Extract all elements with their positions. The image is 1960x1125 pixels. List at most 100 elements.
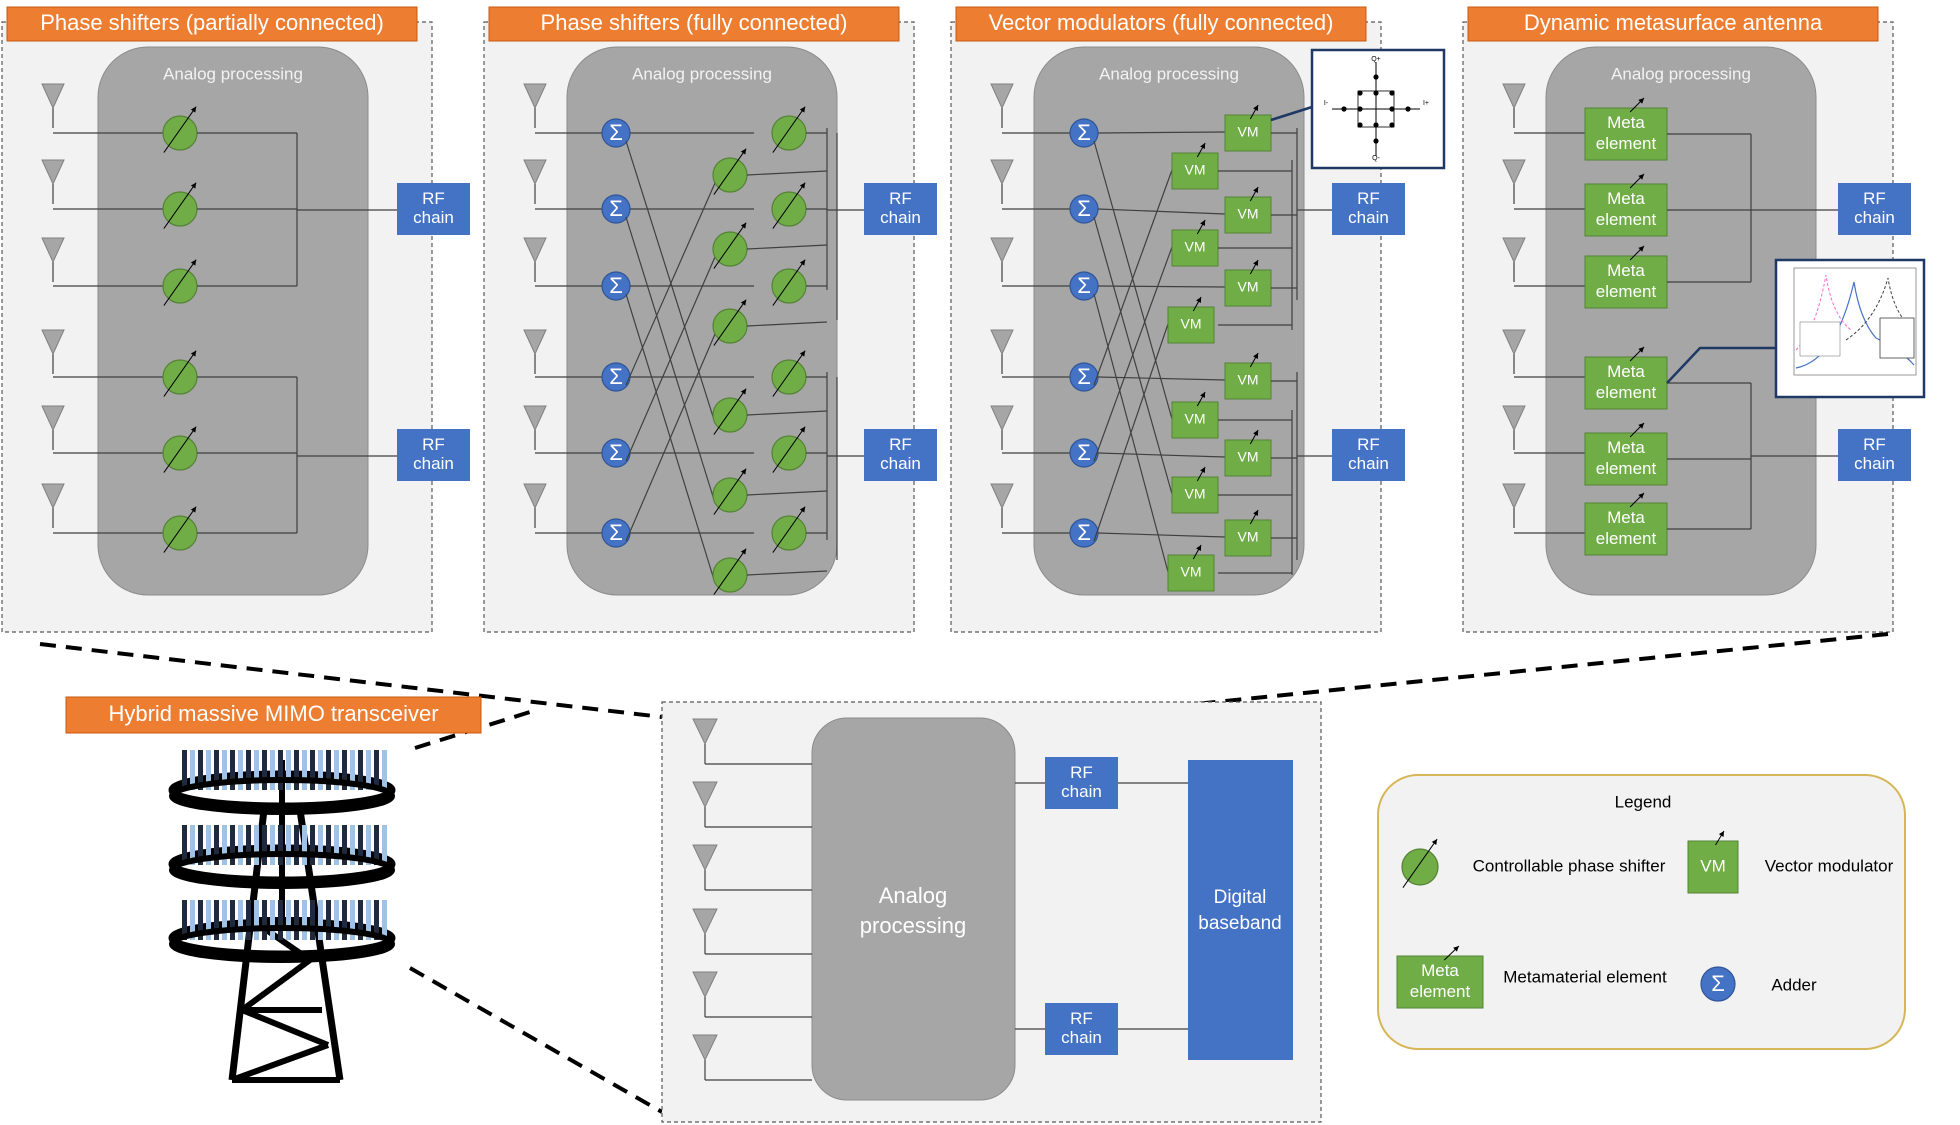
control-arrowhead <box>1253 105 1259 111</box>
antenna-icon <box>1502 483 1526 510</box>
control-arrowhead <box>1638 246 1645 252</box>
control-arrowhead <box>1200 143 1206 149</box>
antenna-element <box>286 825 291 865</box>
meta-element-block <box>1584 107 1668 161</box>
antenna-icon <box>990 159 1014 186</box>
antenna-element <box>278 900 283 940</box>
inset-connector <box>1270 105 1313 122</box>
wire <box>1093 169 1173 386</box>
antenna-element <box>302 825 307 865</box>
rf-chain-block <box>1045 1003 1118 1055</box>
antenna-icon <box>692 781 718 809</box>
antenna-element <box>374 750 379 790</box>
phase-arrowhead <box>740 548 747 555</box>
phase-arrowhead <box>190 182 197 189</box>
analog-processing-label: Analog processing <box>632 64 772 83</box>
antenna-element <box>190 825 195 865</box>
meta-element-block <box>1584 432 1668 486</box>
antenna-icon <box>692 971 718 999</box>
antenna-element <box>262 750 267 790</box>
legend-meta-block <box>1396 955 1484 1009</box>
rf-chain-block <box>1838 183 1911 235</box>
vector-modulator-block-label: VM <box>1238 449 1259 465</box>
phase-shifter-icon <box>712 231 748 267</box>
constellation-point <box>1389 122 1395 128</box>
phase-arrowhead <box>740 468 747 475</box>
constellation-point <box>1373 74 1379 80</box>
wire <box>746 570 828 576</box>
antenna-element <box>318 900 323 940</box>
antenna-element <box>206 825 211 865</box>
phase-arrowhead <box>799 182 806 189</box>
antenna-element <box>310 900 315 940</box>
response-curve <box>1845 277 1915 341</box>
antenna-element <box>326 750 331 790</box>
antenna-element <box>302 750 307 790</box>
constellation-point <box>1389 106 1395 112</box>
antenna-element <box>262 900 267 940</box>
antenna-element <box>278 750 283 790</box>
antenna-element <box>382 825 387 865</box>
vector-modulator-block <box>1171 401 1219 439</box>
wire <box>746 170 828 176</box>
panel-title <box>955 6 1367 42</box>
adder-symbol: Σ <box>609 120 623 145</box>
antenna-icon <box>990 83 1014 110</box>
analog-processing-block <box>97 46 369 596</box>
antenna-element <box>238 900 243 940</box>
phase-shifter-icon <box>712 557 748 593</box>
antenna-element <box>222 750 227 790</box>
antenna-icon <box>1502 329 1526 356</box>
legend-vector-modulator-label: Vector modulator <box>1765 856 1894 875</box>
q-minus-label: Q- <box>1372 155 1380 162</box>
antenna-element <box>350 825 355 865</box>
rf-chain-block <box>1838 429 1911 481</box>
phase-arrow <box>713 299 747 346</box>
meta-element-block <box>1584 183 1668 237</box>
control-arrowhead <box>1638 347 1645 353</box>
vector-modulator-block-label: VM <box>1238 206 1259 222</box>
antenna-element <box>326 900 331 940</box>
phase-arrowhead <box>190 426 197 433</box>
antenna-element <box>214 900 219 940</box>
antenna-icon <box>523 483 547 510</box>
phase-arrow <box>713 548 747 595</box>
antenna-element <box>366 750 371 790</box>
vector-modulator-block <box>1224 196 1272 234</box>
antenna-element <box>334 750 339 790</box>
antenna-element <box>286 750 291 790</box>
rf-chain-block <box>864 429 937 481</box>
antenna-icon <box>990 329 1014 356</box>
vector-modulator-block-label: VM <box>1238 279 1259 295</box>
antenna-icon <box>1502 159 1526 186</box>
antenna-icon <box>692 718 718 746</box>
phase-arrowhead <box>1431 839 1438 846</box>
legend-title: Legend <box>1615 792 1672 811</box>
antenna-element <box>318 825 323 865</box>
control-arrowhead <box>1638 423 1645 429</box>
control-arrowhead <box>1253 187 1259 193</box>
vector-modulator-block <box>1167 306 1215 344</box>
antenna-element <box>342 900 347 940</box>
panel-title <box>1467 6 1879 42</box>
digital-baseband-block <box>1188 760 1293 1060</box>
tower-strut <box>240 957 312 1013</box>
wire <box>1093 140 1173 420</box>
antenna-icon <box>41 83 65 110</box>
wire <box>1093 246 1173 462</box>
phase-shifter-icon <box>162 435 198 471</box>
antenna-element <box>310 750 315 790</box>
phase-arrowhead <box>799 106 806 113</box>
antenna-element <box>350 900 355 940</box>
phase-arrowhead <box>799 259 806 266</box>
antenna-icon <box>692 908 718 936</box>
antenna-element <box>246 750 251 790</box>
wire <box>625 182 716 386</box>
adder-symbol: Σ <box>609 196 623 221</box>
phase-arrow <box>163 106 197 153</box>
